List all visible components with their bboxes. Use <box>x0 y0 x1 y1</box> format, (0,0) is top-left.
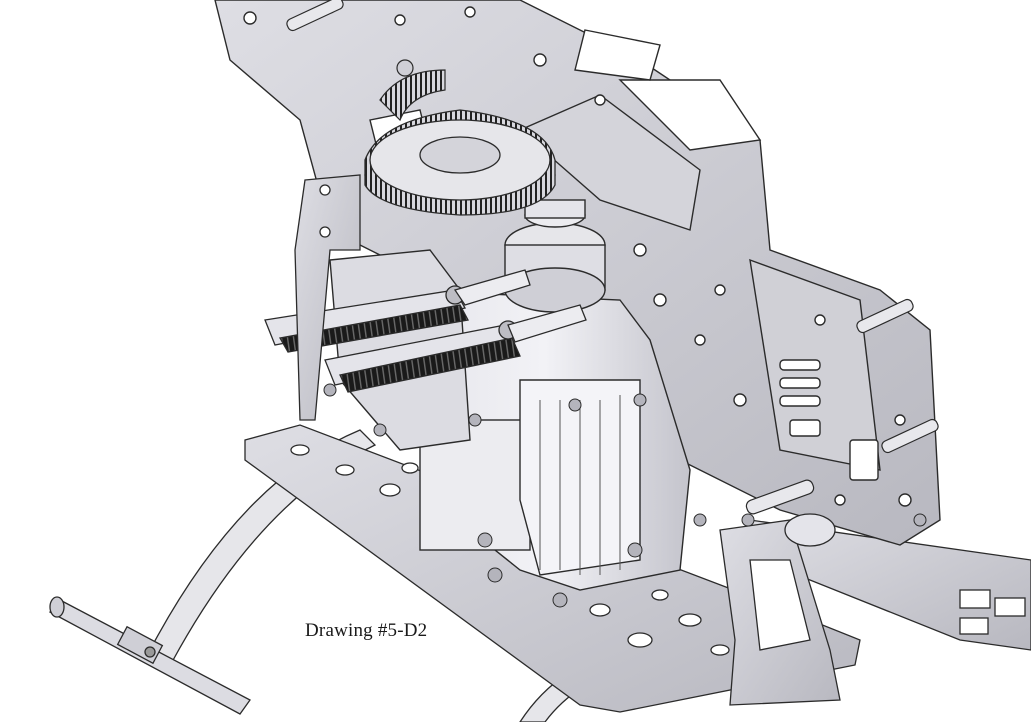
frame-standoffs <box>286 0 939 515</box>
screws <box>323 383 927 608</box>
upper-gear <box>379 59 446 122</box>
drawing-caption: Drawing #5-D2 <box>305 620 428 641</box>
belt-tensioner-rear <box>324 304 587 393</box>
front-side-plate <box>294 174 361 421</box>
main-gear <box>364 109 556 216</box>
front-support <box>719 513 841 706</box>
